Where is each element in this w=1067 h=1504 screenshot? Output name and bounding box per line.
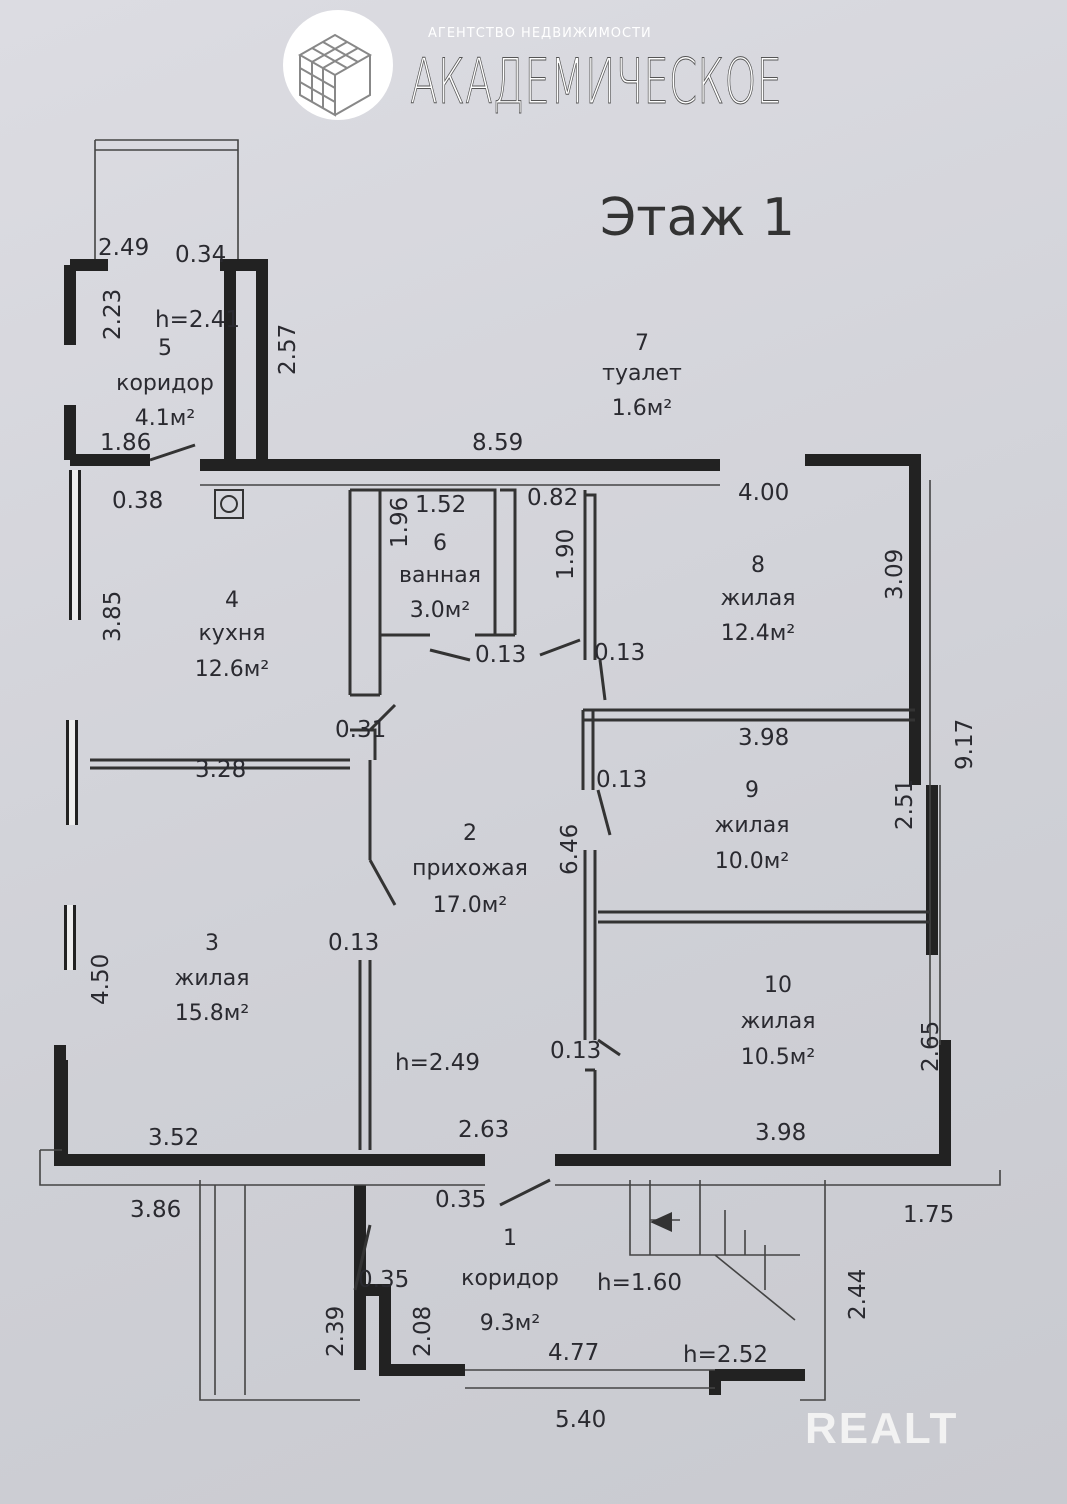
height-label: h=2.49 (395, 1050, 480, 1076)
dimension: 2.63 (458, 1117, 509, 1143)
dimension: 1.86 (100, 430, 151, 456)
dimension: 0.13 (475, 642, 526, 668)
room-1-area: 9.3м² (480, 1311, 540, 1336)
dimension: 0.82 (527, 485, 578, 511)
dimension: 6.46 (557, 824, 583, 875)
room-10-name: жилая (741, 1009, 816, 1034)
room-labels: 1 коридор 9.3м² 2 прихожая 17.0м² 3 жила… (116, 331, 815, 1336)
room-8-area: 12.4м² (721, 621, 795, 646)
dimension: 1.75 (903, 1202, 954, 1228)
room-10-num: 10 (764, 973, 792, 998)
dimension: 3.98 (738, 725, 789, 751)
dimension: 0.38 (112, 488, 163, 514)
dimension: 3.28 (195, 757, 246, 783)
dimension: 3.52 (148, 1125, 199, 1151)
dimension-labels: 2.49 0.34 2.23 2.57 1.86 0.38 8.59 0.82 … (88, 235, 978, 1433)
room-2-name: прихожая (412, 856, 528, 881)
dimension: 2.08 (410, 1306, 436, 1357)
boiler-icon (214, 489, 244, 519)
room-3-name: жилая (175, 966, 250, 991)
dimension: 1.96 (387, 497, 413, 548)
room-2-area: 17.0м² (433, 893, 507, 918)
room-2-num: 2 (463, 821, 477, 846)
room-3-num: 3 (205, 931, 219, 956)
height-label: h=2.52 (683, 1342, 768, 1368)
room-1-num: 1 (503, 1226, 517, 1251)
dimension: 2.49 (98, 235, 149, 261)
interior-walls (90, 443, 930, 1321)
height-label: h=1.60 (597, 1270, 682, 1296)
ceiling-heights: h=2.41 h=2.49 h=1.60 h=2.52 (155, 307, 768, 1368)
room-7-num: 7 (635, 331, 649, 356)
dimension: 0.31 (335, 717, 386, 743)
dimension: 4.77 (548, 1340, 599, 1366)
dimension: 0.34 (175, 242, 226, 268)
dimension: 5.40 (555, 1407, 606, 1433)
floor-title: Этаж 1 (600, 188, 795, 248)
dimension: 2.51 (892, 779, 918, 830)
room-6-name: ванная (399, 563, 481, 588)
dimension: 2.23 (100, 289, 126, 340)
room-10-area: 10.5м² (741, 1045, 815, 1070)
room-8-name: жилая (721, 586, 796, 611)
room-3-area: 15.8м² (175, 1001, 249, 1026)
room-9-name: жилая (715, 813, 790, 838)
room-1-name: коридор (461, 1266, 559, 1291)
dimension: 2.44 (845, 1269, 871, 1320)
agency-name: АКАДЕМИЧЕСКОЕ (410, 45, 782, 118)
room-4-num: 4 (225, 588, 239, 613)
dimension: 2.65 (918, 1021, 944, 1072)
cube-logo-icon (283, 10, 393, 120)
room-4-area: 12.6м² (195, 657, 269, 682)
dimension: 3.86 (130, 1197, 181, 1223)
exterior-walls (39, 259, 1001, 1401)
dimension: 2.39 (323, 1306, 349, 1357)
dimension: 1.52 (415, 492, 466, 518)
dimension: 0.13 (550, 1038, 601, 1064)
room-6-num: 6 (433, 531, 447, 556)
room-7-name: туалет (602, 361, 682, 386)
dimension: 4.50 (88, 954, 114, 1005)
height-label: h=2.41 (155, 307, 240, 333)
room-9-area: 10.0м² (715, 849, 789, 874)
dimension: 0.13 (596, 767, 647, 793)
dimension: 0.35 (435, 1187, 486, 1213)
dimension: 0.35 (358, 1267, 409, 1293)
agency-logo: АГЕНТСТВО НЕДВИЖИМОСТИ АКАДЕМИЧЕСКОЕ (283, 10, 783, 120)
agency-subtitle: АГЕНТСТВО НЕДВИЖИМОСТИ (428, 26, 652, 41)
room-8-num: 8 (751, 553, 765, 578)
dimension: 2.57 (275, 324, 301, 375)
dimension: 8.59 (472, 430, 523, 456)
dimension: 1.90 (553, 529, 579, 580)
room-6-area: 3.0м² (410, 598, 470, 623)
room-7-area: 1.6м² (612, 396, 672, 421)
realt-watermark: REALT (805, 1404, 958, 1453)
room-9-num: 9 (745, 778, 759, 803)
room-4-name: кухня (199, 621, 266, 646)
dimension: 3.85 (100, 591, 126, 642)
dimension: 0.13 (594, 640, 645, 666)
room-5-num: 5 (158, 336, 172, 361)
dimension: 9.17 (952, 719, 978, 770)
dimension: 0.13 (328, 930, 379, 956)
room-5-area: 4.1м² (135, 406, 195, 431)
stair-arrow-icon (650, 1212, 672, 1232)
dimension: 3.09 (882, 549, 908, 600)
dimension: 4.00 (738, 480, 789, 506)
porch-top (94, 139, 239, 262)
dimension: 3.98 (755, 1120, 806, 1146)
room-5-name: коридор (116, 371, 214, 396)
